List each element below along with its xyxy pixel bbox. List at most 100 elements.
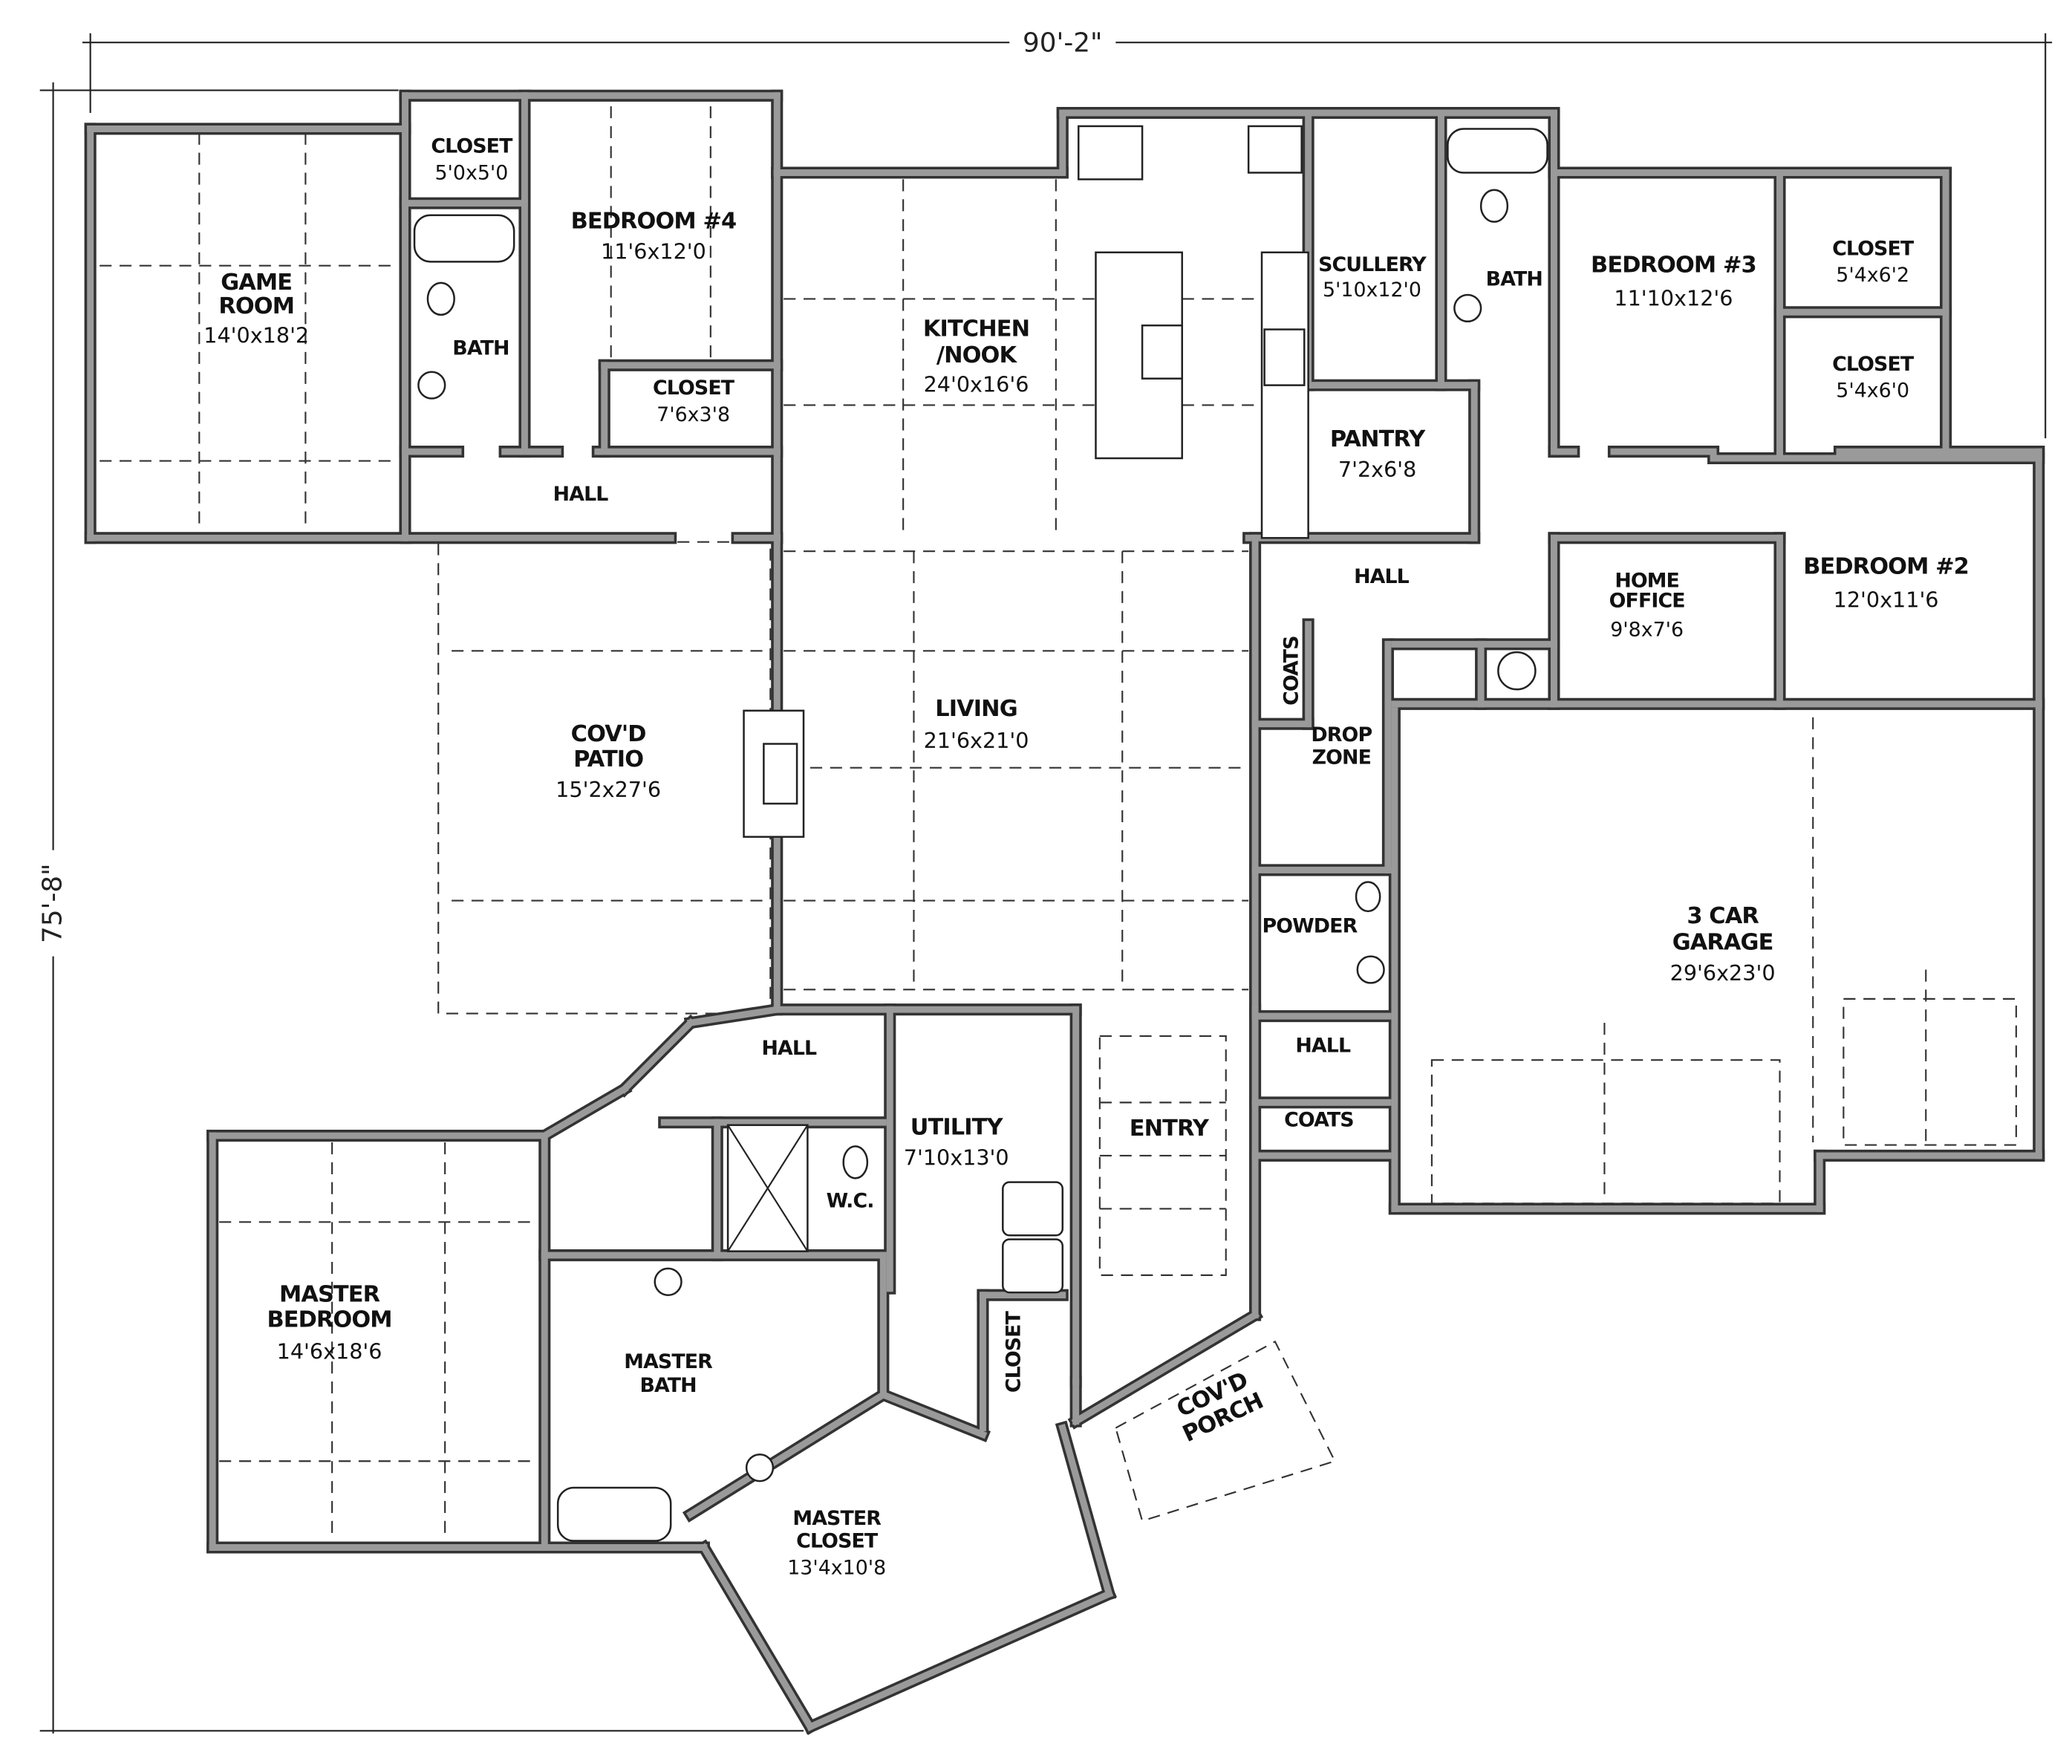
svg-text:BEDROOM #4: BEDROOM #4 xyxy=(571,209,737,235)
room-porch: COV'D PORCH xyxy=(1173,1367,1267,1448)
svg-text:21'6x21'0: 21'6x21'0 xyxy=(924,728,1029,753)
toilet-icon xyxy=(1479,189,1509,223)
room-scullery: SCULLERY 5'10x12'0 xyxy=(1318,253,1427,302)
svg-text:11'6x12'0: 11'6x12'0 xyxy=(601,239,706,264)
bathtub-icon xyxy=(1447,128,1548,174)
svg-text:HOME: HOME xyxy=(1615,569,1679,592)
svg-text:11'10x12'6: 11'10x12'6 xyxy=(1614,285,1733,310)
svg-text:ZONE: ZONE xyxy=(1312,746,1371,769)
svg-text:BEDROOM #2: BEDROOM #2 xyxy=(1803,554,1969,580)
room-bath-b: BATH xyxy=(1486,268,1542,291)
svg-text:9'8x7'6: 9'8x7'6 xyxy=(1610,619,1684,642)
room-hall-b: HALL xyxy=(1354,565,1410,588)
svg-text:BATH: BATH xyxy=(639,1374,696,1397)
svg-text:BEDROOM #3: BEDROOM #3 xyxy=(1591,253,1756,279)
svg-text:CLOSET: CLOSET xyxy=(796,1529,879,1552)
svg-text:MASTER: MASTER xyxy=(624,1350,713,1373)
room-master-bedroom: MASTER BEDROOM 14'6x18'6 xyxy=(267,1282,392,1364)
svg-text:SCULLERY: SCULLERY xyxy=(1318,253,1427,276)
bathtub-icon xyxy=(556,1486,672,1542)
cooktop-icon xyxy=(1263,328,1306,386)
room-kitchen: KITCHEN /NOOK 24'0x16'6 xyxy=(923,316,1030,397)
svg-text:/NOOK: /NOOK xyxy=(936,342,1018,368)
svg-text:7'10x13'0: 7'10x13'0 xyxy=(904,1145,1009,1170)
wall xyxy=(1071,1310,1260,1426)
svg-text:12'0x11'6: 12'0x11'6 xyxy=(1834,587,1939,612)
room-closet-e: CLOSET xyxy=(1003,1310,1026,1393)
fixtures xyxy=(413,125,1548,1542)
sink-icon xyxy=(1356,955,1385,984)
width-dimension-label: 90'-2" xyxy=(1023,28,1102,59)
wall xyxy=(685,1390,888,1519)
svg-text:KITCHEN: KITCHEN xyxy=(923,316,1029,342)
room-master-bath: MASTER BATH xyxy=(624,1350,714,1397)
svg-text:29'6x23'0: 29'6x23'0 xyxy=(1670,960,1776,986)
dryer-icon xyxy=(1002,1238,1064,1294)
toilet-icon xyxy=(426,281,455,316)
room-entry: ENTRY xyxy=(1130,1116,1210,1142)
svg-text:UTILITY: UTILITY xyxy=(910,1114,1004,1140)
svg-text:GAME: GAME xyxy=(221,270,292,296)
svg-text:MASTER: MASTER xyxy=(792,1507,882,1530)
room-pantry: PANTRY 7'2x6'8 xyxy=(1330,426,1427,482)
sink-icon xyxy=(417,371,446,400)
room-closet-a: CLOSET 5'0x5'0 xyxy=(431,135,514,185)
room-labels: GAME ROOM 14'0x18'2 CLOSET 5'0x5'0 BEDRO… xyxy=(203,135,1970,1580)
svg-text:GARAGE: GARAGE xyxy=(1672,930,1773,956)
svg-text:CLOSET: CLOSET xyxy=(431,135,513,158)
svg-text:BEDROOM: BEDROOM xyxy=(267,1307,391,1333)
svg-text:15'2x27'6: 15'2x27'6 xyxy=(556,777,661,802)
room-garage: 3 CAR GARAGE 29'6x23'0 xyxy=(1670,903,1776,986)
wall xyxy=(1058,1424,1113,1598)
room-home-office: HOME OFFICE 9'8x7'6 xyxy=(1609,569,1686,642)
svg-text:5'4x6'2: 5'4x6'2 xyxy=(1836,264,1909,287)
room-hall-d: HALL xyxy=(761,1037,817,1060)
room-closet-c: CLOSET 5'4x6'2 xyxy=(1832,237,1915,287)
svg-text:5'10x12'0: 5'10x12'0 xyxy=(1323,279,1421,302)
svg-text:CLOSET: CLOSET xyxy=(1832,353,1915,376)
room-closet-b: CLOSET 7'6x3'8 xyxy=(653,377,736,426)
svg-text:5'0x5'0: 5'0x5'0 xyxy=(434,161,508,184)
room-closet-d: CLOSET 5'4x6'0 xyxy=(1832,353,1915,403)
refrigerator-icon xyxy=(1077,125,1144,180)
wall xyxy=(619,1018,696,1094)
room-hall-a: HALL xyxy=(553,483,609,506)
room-powder: POWDER xyxy=(1262,914,1358,937)
svg-text:3 CAR: 3 CAR xyxy=(1687,903,1759,929)
room-living: LIVING 21'6x21'0 xyxy=(924,696,1029,753)
room-utility: UTILITY 7'10x13'0 xyxy=(904,1114,1009,1170)
sink-icon xyxy=(745,1454,775,1483)
sink-icon xyxy=(1141,324,1183,380)
svg-text:LIVING: LIVING xyxy=(935,696,1017,722)
kitchen-counter xyxy=(1260,251,1309,539)
room-bedroom-4: BEDROOM #4 11'6x12'0 xyxy=(571,209,737,264)
washer-icon xyxy=(1002,1181,1064,1237)
room-patio: COV'D PATIO 15'2x27'6 xyxy=(556,721,661,802)
oven-icon xyxy=(1247,125,1303,174)
wall xyxy=(686,1006,781,1027)
svg-text:PANTRY: PANTRY xyxy=(1330,426,1426,452)
svg-text:CLOSET: CLOSET xyxy=(653,377,735,400)
walls xyxy=(84,89,2045,1735)
room-bath-a: BATH xyxy=(452,337,509,360)
bathtub-icon xyxy=(413,214,515,263)
svg-text:OFFICE: OFFICE xyxy=(1609,589,1685,612)
water-heater-icon xyxy=(1497,651,1537,691)
room-coats-a: COATS xyxy=(1280,636,1303,706)
room-bedroom-2: BEDROOM #2 12'0x11'6 xyxy=(1803,554,1970,613)
room-drop-zone: DROP ZONE xyxy=(1311,723,1372,769)
svg-text:CLOSET: CLOSET xyxy=(1832,237,1915,260)
svg-text:24'0x16'6: 24'0x16'6 xyxy=(924,372,1029,397)
wall xyxy=(806,1589,1114,1731)
svg-text:PATIO: PATIO xyxy=(573,746,643,772)
room-bedroom-3: BEDROOM #3 11'10x12'6 xyxy=(1591,253,1757,311)
svg-text:5'4x6'0: 5'4x6'0 xyxy=(1836,380,1909,403)
sink-icon xyxy=(1453,293,1482,323)
svg-text:14'6x18'6: 14'6x18'6 xyxy=(277,1339,382,1364)
room-hall-c: HALL xyxy=(1295,1034,1351,1057)
svg-text:DROP: DROP xyxy=(1311,723,1372,746)
wall xyxy=(699,1543,815,1732)
depth-dimension-label: 75'-8" xyxy=(37,863,68,943)
wall xyxy=(879,1390,988,1439)
dimension-depth: 75'-8" xyxy=(37,82,804,1734)
